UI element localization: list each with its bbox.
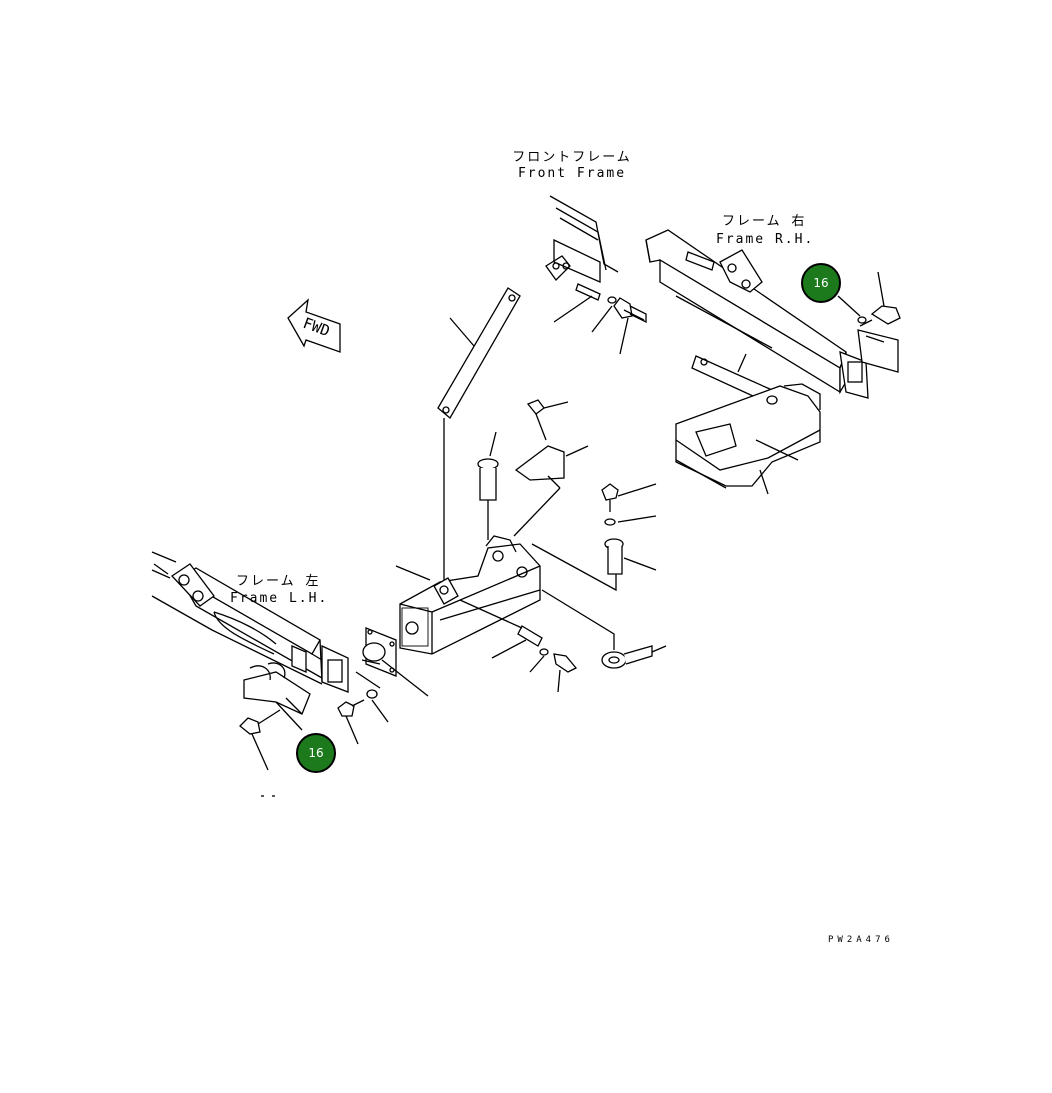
flange-plate bbox=[355, 627, 429, 697]
centre-pivot-body bbox=[395, 535, 541, 655]
pivot-pin-group bbox=[459, 599, 578, 693]
front-frame-label-en: Front Frame bbox=[517, 166, 627, 181]
right-support-block bbox=[675, 383, 821, 495]
vertical-pin-left bbox=[477, 431, 499, 540]
right-fastener-column bbox=[531, 483, 657, 592]
tie-rod bbox=[437, 287, 521, 580]
front-pin-group bbox=[553, 283, 647, 355]
frame-rh-label-en: Frame R.H. bbox=[716, 232, 815, 247]
left-fastener-group bbox=[337, 689, 389, 745]
right-bracket-group bbox=[837, 271, 901, 373]
rod-eye bbox=[541, 589, 667, 669]
frame-lh-label-jp: フレーム 左 bbox=[236, 574, 321, 589]
centre-bracket bbox=[513, 399, 589, 537]
callout-badge-right[interactable]: 16 bbox=[801, 263, 841, 303]
fwd-arrow: FWD bbox=[287, 298, 341, 353]
left-frame bbox=[151, 551, 349, 693]
frame-rh-label-jp: フレーム 右 bbox=[722, 214, 807, 229]
right-frame bbox=[645, 229, 869, 399]
front-frame-label-jp: フロントフレーム bbox=[512, 150, 632, 165]
callout-badge-left[interactable]: 16 bbox=[296, 733, 336, 773]
left-bracket-group bbox=[239, 662, 311, 771]
front-frame-stub bbox=[545, 195, 619, 283]
frame-lh-label-en: Frame L.H. bbox=[230, 591, 329, 606]
drawing-code: PW2A476 bbox=[828, 935, 894, 945]
